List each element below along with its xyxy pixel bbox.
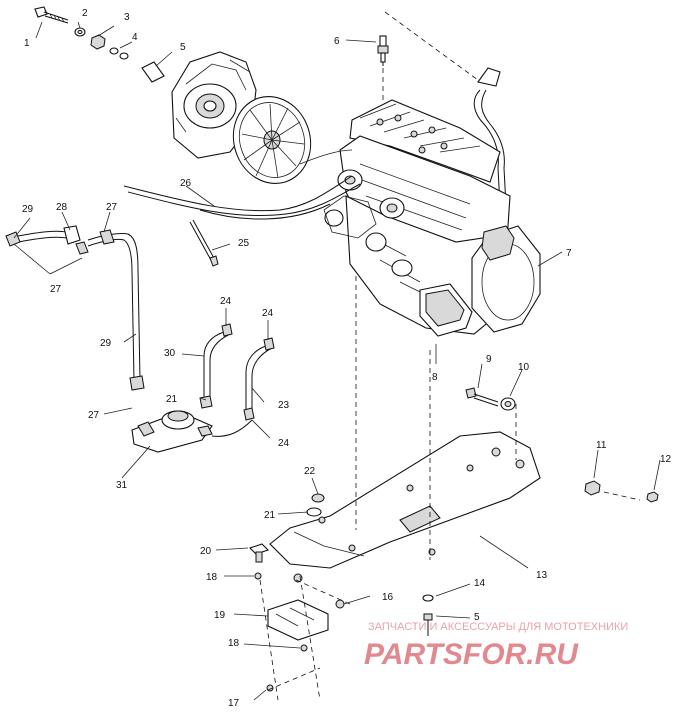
callout-9: 9 [486, 354, 492, 365]
callout-2: 2 [82, 8, 88, 19]
spacer-sleeve-part [141, 61, 165, 83]
mounting-plate [269, 431, 541, 569]
leader-lines [13, 21, 661, 701]
callout-12: 12 [660, 454, 672, 465]
callout-1: 1 [24, 38, 30, 49]
watermark-tagline: ЗАПЧАСТИ И АКСЕССУАРЫ ДЛЯ МОТОТЕХНИКИ [368, 621, 628, 633]
recoil-cover [471, 225, 541, 333]
callout-21a: 21 [264, 510, 276, 521]
fuel-pump [131, 410, 213, 453]
callout-10: 10 [518, 362, 530, 373]
callout-27a: 27 [106, 202, 118, 213]
washer-part [74, 27, 86, 37]
callout-30: 30 [164, 348, 176, 359]
callout-18a: 18 [206, 572, 218, 583]
callout-18b: 18 [228, 638, 240, 649]
callout-27c: 27 [88, 410, 100, 421]
callout-13: 13 [536, 570, 548, 581]
fuel-line-assembly [5, 225, 145, 391]
plate-washer-lower [422, 594, 434, 636]
callout-26: 26 [180, 178, 192, 189]
plate-nut-small [646, 491, 659, 503]
callout-15: 5 [474, 612, 480, 623]
callout-21b: 21 [166, 394, 178, 405]
bolt-part [34, 6, 69, 24]
callout-28: 28 [56, 202, 68, 213]
callout-6: 6 [334, 36, 340, 47]
callout-24c: 24 [278, 438, 290, 449]
callout-19: 19 [214, 610, 226, 621]
callout-labels: 1 2 3 4 5 6 7 8 9 10 11 12 13 14 5 16 17… [22, 8, 672, 709]
watermark: ЗАПЧАСТИ И АКСЕССУАРЫ ДЛЯ МОТОТЕХНИКИ PA… [364, 621, 628, 671]
plate-washer-upper [306, 493, 325, 517]
callout-20: 20 [200, 546, 212, 557]
callout-31: 31 [116, 480, 128, 491]
flywheel [232, 95, 312, 185]
callout-4: 4 [132, 32, 138, 43]
callout-27b: 27 [50, 284, 62, 295]
callout-7: 7 [566, 248, 572, 259]
callout-8: 8 [432, 372, 438, 383]
tie-strap [189, 219, 219, 267]
callout-24b: 24 [262, 308, 274, 319]
callout-14: 14 [474, 578, 486, 589]
o-rings-part [109, 47, 129, 60]
callout-29b: 29 [100, 338, 112, 349]
pulse-lines [199, 323, 275, 437]
callout-16: 16 [382, 592, 394, 603]
bracket-assembly [248, 543, 345, 692]
callout-3: 3 [124, 12, 130, 23]
callout-22: 22 [304, 466, 316, 477]
plate-bolt [465, 387, 499, 407]
callout-5: 5 [180, 42, 186, 53]
callout-11: 11 [596, 440, 607, 451]
plate-spacer [500, 397, 516, 411]
nut-part [90, 34, 106, 50]
callout-24a: 24 [220, 296, 232, 307]
callout-29a: 29 [22, 204, 34, 215]
watermark-logo: PARTSFOR.RU [364, 638, 579, 671]
wire-harness [123, 149, 361, 220]
spark-plug [377, 35, 389, 66]
plate-nut [584, 480, 601, 496]
callout-17: 17 [228, 698, 240, 709]
callout-23: 23 [278, 400, 290, 411]
callout-25: 25 [238, 238, 250, 249]
engine-mount [419, 283, 473, 337]
